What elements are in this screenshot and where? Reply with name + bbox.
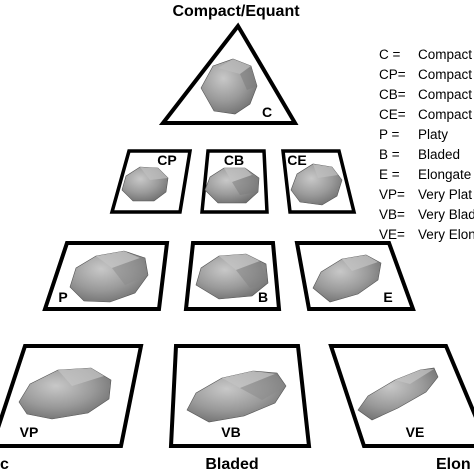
legend-item: CB= Compact [379, 87, 472, 102]
legend-abbr: CE= [379, 107, 406, 122]
legend-abbr: CB= [379, 87, 406, 102]
particle-e [312, 254, 382, 303]
bottom-label-right: Elon [436, 456, 471, 473]
legend-name: Compact [418, 67, 472, 82]
legend-name: Very Blad [418, 207, 474, 222]
shape-cell-b: B [183, 241, 282, 311]
legend-abbr: C = [379, 47, 401, 62]
legend-item: CE= Compact [379, 107, 472, 122]
shape-cell-ve: VE [328, 344, 474, 448]
legend-name: Platy [418, 127, 448, 142]
legend-abbr: P = [379, 127, 400, 142]
code-label-vb: VB [221, 424, 240, 440]
shape-cell-p: P [42, 241, 170, 311]
legend-item: C = Compact [379, 47, 472, 62]
particle-c [200, 58, 258, 115]
code-label-cb: CB [224, 152, 244, 168]
code-label-vp: VP [20, 424, 39, 440]
legend-item: P = Platy [379, 127, 448, 142]
legend-name: Bladed [418, 147, 460, 162]
legend-name: Compact [418, 87, 472, 102]
code-label-p: P [58, 289, 67, 305]
shape-cell-vp: VP [0, 344, 144, 448]
shape-cell-ce: CE [281, 149, 357, 214]
shape-cell-cp: CP [109, 149, 193, 214]
code-label-cp: CP [157, 152, 176, 168]
legend-item: E = Elongate [379, 167, 471, 182]
legend-abbr: VP= [379, 187, 405, 202]
legend: C = Compact CP= Compact CB= Compact CE= … [379, 47, 474, 242]
legend-abbr: VE= [379, 227, 405, 242]
legend-item: VP= Very Plat [379, 187, 472, 202]
legend-item: VE= Very Elon [379, 227, 474, 242]
legend-name: Compact [418, 107, 472, 122]
particle-ce [290, 163, 343, 206]
legend-name: Very Plat [418, 187, 472, 202]
shape-cell-cb: CB [200, 149, 269, 214]
shape-cell-c: C [158, 22, 299, 125]
bottom-label-left: c [0, 456, 9, 473]
code-label-e: E [383, 289, 392, 305]
legend-abbr: VB= [379, 207, 405, 222]
legend-item: VB= Very Blad [379, 207, 474, 222]
legend-item: CP= Compact [379, 67, 472, 82]
particle-cp [121, 166, 169, 202]
particle-p [69, 250, 149, 303]
legend-name: Compact [418, 47, 472, 62]
particle-vp [18, 367, 112, 420]
legend-item: B = Bladed [379, 147, 460, 162]
legend-name: Very Elon [418, 227, 474, 242]
bottom-label-center: Bladed [205, 456, 258, 473]
code-label-b: B [258, 289, 268, 305]
diagram-title: Compact/Equant [172, 3, 300, 20]
legend-abbr: B = [379, 147, 400, 162]
particle-ve [357, 367, 439, 421]
code-label-c: C [262, 104, 272, 120]
shape-cell-vb: VB [168, 344, 312, 448]
legend-abbr: E = [379, 167, 400, 182]
legend-name: Elongate [418, 167, 471, 182]
code-label-ve: VE [406, 424, 425, 440]
code-label-ce: CE [287, 152, 306, 168]
shape-cell-e: E [294, 241, 416, 311]
particle-b [195, 253, 269, 300]
legend-abbr: CP= [379, 67, 406, 82]
particle-cb [204, 167, 260, 204]
particle-vb [186, 370, 287, 423]
